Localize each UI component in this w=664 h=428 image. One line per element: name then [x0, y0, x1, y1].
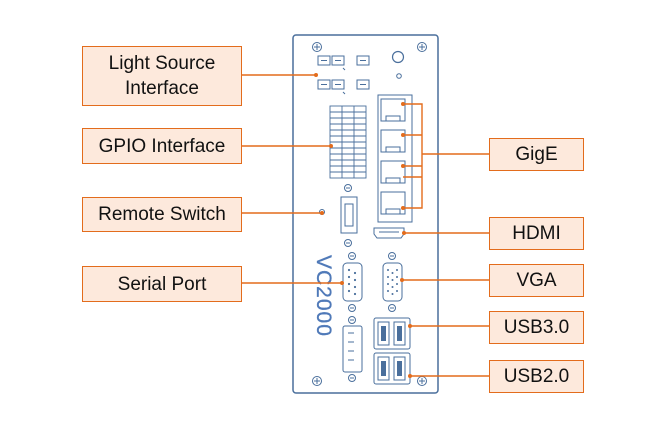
remote-switch-label: Remote Switch — [82, 197, 242, 232]
light-source-interface-label: Light Source Interface — [82, 46, 242, 106]
gige-label: GigE — [489, 138, 584, 171]
usb20-contacts — [381, 361, 402, 376]
power-button-icon — [391, 50, 405, 64]
remote-switch-icon — [319, 184, 358, 247]
model-text: VC2000 — [312, 255, 335, 337]
hdmi-label: HDMI — [489, 217, 584, 250]
usb30-ports-icon — [373, 317, 411, 350]
vga-label: VGA — [489, 264, 584, 297]
hdmi-port-icon — [373, 227, 405, 239]
serial-port-pins — [347, 268, 357, 296]
gige-ports-icon — [377, 94, 413, 223]
device-panel — [292, 34, 439, 394]
vga-port-pins — [387, 269, 398, 295]
leader-line-dots — [314, 73, 412, 378]
usb30-label: USB3.0 — [489, 311, 584, 344]
leader-lines — [242, 74, 489, 377]
serial-port-label: Serial Port — [82, 266, 242, 302]
terminal-connector-icon — [342, 316, 363, 382]
usb30-contacts — [381, 326, 402, 341]
status-led-icon — [396, 73, 402, 79]
usb20-ports-icon — [373, 352, 411, 385]
light-source-label-line2: Interface — [125, 78, 199, 99]
gpio-interface-label: GPIO Interface — [82, 128, 242, 164]
usb20-label: USB2.0 — [489, 360, 584, 393]
gpio-terminal-icon — [329, 105, 367, 179]
light-source-terminal-icons — [317, 55, 370, 95]
light-source-label-line1: Light Source — [108, 53, 216, 74]
